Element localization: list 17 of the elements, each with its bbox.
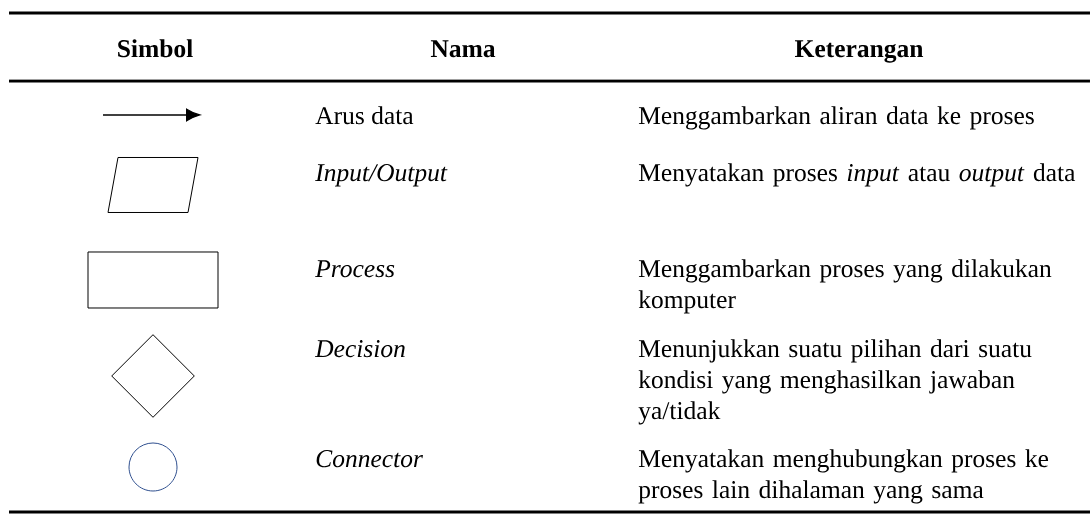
description: Menggambarkan proses yang dilakukan komputer (638, 259, 1052, 314)
rectangle-symbol (87, 251, 219, 309)
symbol-name: Process (315, 260, 395, 278)
description: Menyatakan proses input atau output data (638, 163, 1076, 187)
symbol-name: Arus data (315, 106, 414, 125)
column-header: Keterangan (795, 40, 924, 63)
symbol-name: Input/Output (315, 164, 448, 187)
parallelogram-symbol (107, 157, 199, 213)
symbol-name: Connector (316, 450, 423, 468)
column-header: Nama (430, 40, 496, 58)
symbol-name: Decision (314, 340, 405, 358)
column-header: Simbol (118, 39, 193, 58)
description: Menunjukkan suatu pilihan dari suatu kondisi yang menghasilkan jawaban ya/tidak (638, 339, 1032, 425)
description: Menyatakan menghubungkan proses ke proses lain dihalaman yang sama (638, 449, 1049, 504)
diamond-symbol (111, 334, 195, 418)
description: Menggambarkan aliran data ke proses (638, 106, 1034, 130)
circle-symbol (128, 442, 178, 492)
